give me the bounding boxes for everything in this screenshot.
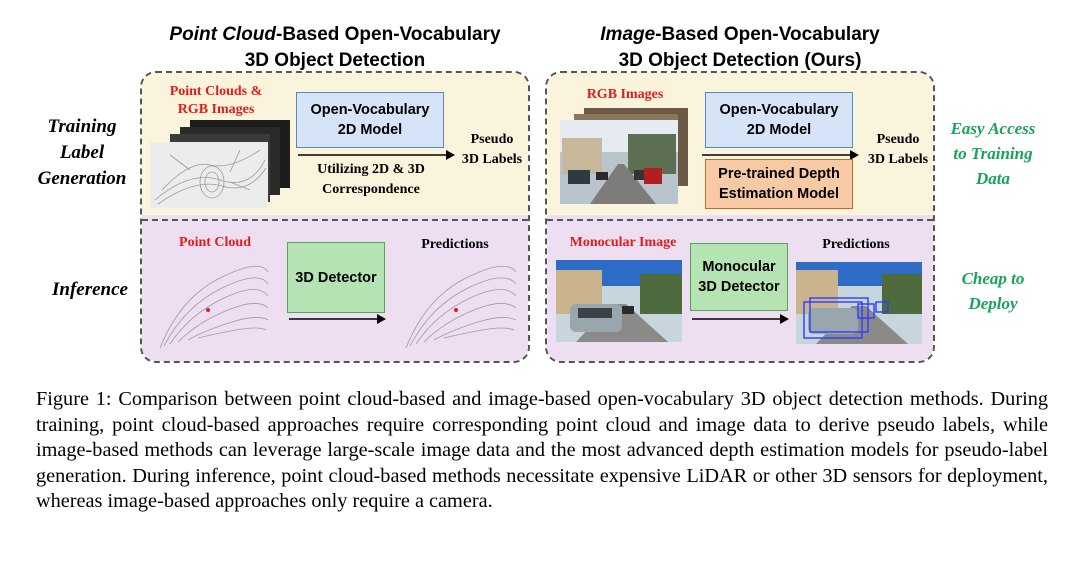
right-predictions-label: Predictions (822, 237, 890, 252)
left-pseudo-line1: Pseudo (470, 132, 514, 147)
left-input-label-line2: RGB Images (177, 102, 255, 117)
benefit-inference-line1: Cheap to (961, 269, 1025, 288)
row-label-training: Training Label Generation (34, 114, 130, 192)
benefit-training-line3: Data (976, 169, 1010, 188)
row-label-training-line3: Generation (37, 168, 127, 189)
right-inference-arrow (692, 314, 789, 324)
right-band-separator (547, 219, 933, 221)
benefit-inference-line2: Deploy (968, 294, 1018, 313)
right-mono-detector-box: Monocular 3D Detector (690, 243, 788, 311)
left-column-title: Point Cloud-Based Open-Vocabulary 3D Obj… (140, 22, 530, 74)
right-column-title: Image-Based Open-Vocabulary 3D Object De… (545, 22, 935, 74)
right-2d-model-line1: Open-Vocabulary (719, 102, 839, 118)
right-predictions-image (796, 262, 922, 344)
benefit-training: Easy Access to Training Data (938, 116, 1048, 191)
left-pseudo-labels: Pseudo 3D Labels (452, 130, 532, 170)
right-training-input-label: RGB Images (586, 87, 664, 102)
left-predictions-label: Predictions (421, 237, 489, 252)
right-title-rest: -Based Open-Vocabulary (655, 24, 880, 45)
left-training-input-label: Point Clouds & RGB Images (152, 83, 280, 119)
left-arrow-note: Utilizing 2D & 3D Correspondence (296, 160, 446, 200)
right-pseudo-line1: Pseudo (876, 132, 920, 147)
row-label-inference: Inference (52, 279, 128, 300)
right-training-arrow (702, 150, 859, 160)
left-2d-model-line1: Open-Vocabulary (310, 102, 430, 118)
right-inference-input-label: Monocular Image (569, 235, 677, 250)
left-predictions-image (398, 258, 520, 354)
benefit-training-line1: Easy Access (950, 119, 1036, 138)
right-pseudo-line2: 3D Labels (867, 152, 929, 167)
left-title-italic: Point Cloud (169, 24, 277, 45)
left-pseudo-line2: 3D Labels (461, 152, 523, 167)
benefit-inference: Cheap to Deploy (938, 266, 1048, 316)
left-point-cloud-image (150, 258, 272, 354)
left-input-label-line1: Point Clouds & (169, 84, 263, 99)
row-label-training-line1: Training (47, 116, 117, 137)
left-3d-detector-box: 3D Detector (287, 242, 385, 313)
left-title-rest: -Based Open-Vocabulary (276, 24, 501, 45)
row-label-training-line2: Label (59, 142, 105, 163)
left-arrow-note-line1: Utilizing 2D & 3D (317, 162, 425, 177)
right-title-italic: Image (600, 24, 656, 45)
left-inference-arrow (289, 314, 386, 324)
left-training-arrow (298, 150, 455, 160)
right-pseudo-labels: Pseudo 3D Labels (858, 130, 938, 170)
benefit-training-line2: to Training (953, 144, 1033, 163)
right-depth-model-line1: Pre-trained Depth (718, 166, 840, 182)
left-2d-model-line2: 2D Model (337, 122, 403, 138)
right-mono-detector-line1: Monocular (702, 259, 776, 275)
left-band-separator (142, 219, 528, 221)
right-title-line2: 3D Object Detection (Ours) (618, 50, 862, 71)
left-arrow-note-line2: Correspondence (322, 182, 420, 197)
figure-caption: Figure 1: Comparison between point cloud… (36, 388, 1048, 513)
left-2d-model-box: Open-Vocabulary 2D Model (296, 92, 444, 148)
right-2d-model-box: Open-Vocabulary 2D Model (705, 92, 853, 148)
left-title-line2: 3D Object Detection (244, 50, 426, 71)
right-monocular-image (556, 260, 682, 342)
left-stacked-images (150, 120, 295, 208)
right-2d-model-line2: 2D Model (746, 122, 812, 138)
left-inference-input-label: Point Cloud (179, 235, 251, 250)
right-mono-detector-line2: 3D Detector (698, 279, 780, 295)
right-depth-model-line2: Estimation Model (718, 186, 840, 202)
right-depth-model-box: Pre-trained Depth Estimation Model (705, 159, 853, 209)
right-rgb-stacked-images (560, 108, 690, 204)
